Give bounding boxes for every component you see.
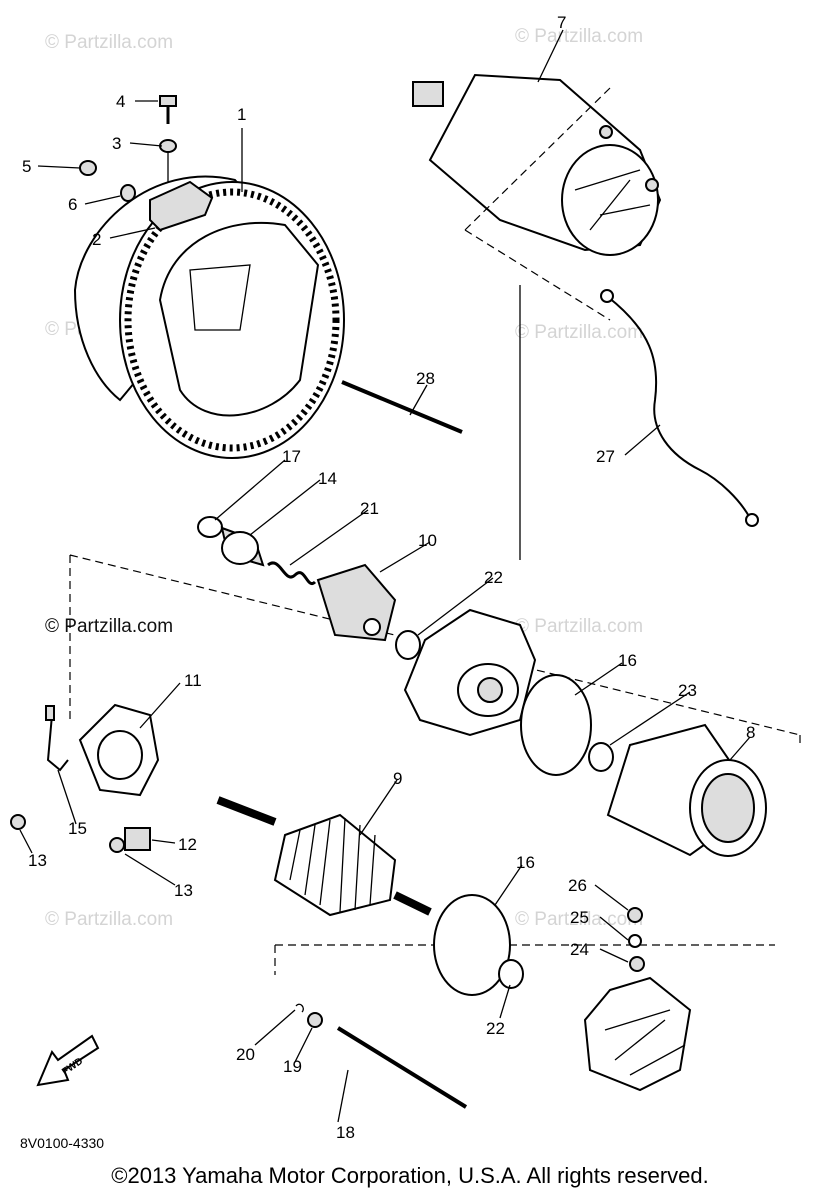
watermark-faint: © Partzilla.com bbox=[515, 322, 643, 343]
front-cover bbox=[403, 608, 537, 737]
watermark-prominent: © Partzilla.com bbox=[45, 616, 173, 637]
washer-22 bbox=[395, 630, 421, 660]
bolt-4 bbox=[159, 95, 177, 124]
pinion-10 bbox=[316, 563, 397, 642]
washer-3 bbox=[159, 139, 177, 153]
rear-cover bbox=[583, 976, 692, 1092]
callout-26: 26 bbox=[568, 876, 587, 895]
callout-2: 2 bbox=[92, 230, 101, 249]
starter-lead-27 bbox=[607, 296, 751, 519]
callout-11: 11 bbox=[184, 671, 202, 690]
callout-15: 15 bbox=[68, 819, 87, 838]
washer-22 bbox=[498, 959, 524, 989]
callout-3: 3 bbox=[112, 134, 121, 153]
starter-motor-assy bbox=[412, 73, 662, 256]
fwd-arrow-icon: FWD bbox=[36, 1034, 100, 1087]
nut-26 bbox=[627, 907, 643, 923]
callout-labels: 1 2 3 4 5 6 7 8 9 10 11 12 13 13 14 15 1… bbox=[22, 13, 755, 1142]
brush-holder-12 bbox=[124, 827, 151, 851]
callout-4: 4 bbox=[116, 92, 125, 111]
collar-14 bbox=[220, 526, 265, 567]
callout-14: 14 bbox=[318, 469, 337, 488]
leader-lines bbox=[19, 29, 751, 1123]
o-ring-16 bbox=[433, 894, 511, 996]
callout-6: 6 bbox=[68, 195, 77, 214]
bolt-28 bbox=[341, 380, 463, 434]
callout-20: 20 bbox=[236, 1045, 255, 1064]
spring-21 bbox=[267, 561, 317, 586]
copyright-notice: ©2013 Yamaha Motor Corporation, U.S.A. A… bbox=[111, 1163, 709, 1188]
callout-28: 28 bbox=[416, 369, 435, 388]
callout-12: 12 bbox=[178, 835, 197, 854]
callout-13: 13 bbox=[28, 851, 47, 870]
o-ring-20 bbox=[295, 1003, 304, 1013]
callout-27: 27 bbox=[596, 447, 615, 466]
ring-gear bbox=[73, 175, 345, 459]
callout-16: 16 bbox=[618, 651, 637, 670]
callout-7: 7 bbox=[557, 13, 566, 32]
watermark-faint: © Partzilla.com bbox=[515, 909, 643, 930]
callout-8: 8 bbox=[746, 723, 755, 742]
washer-25 bbox=[628, 934, 642, 948]
watermark-faint: © Partzilla.com bbox=[45, 909, 173, 930]
callout-10: 10 bbox=[418, 531, 437, 550]
callout-21: 21 bbox=[360, 499, 379, 518]
callout-18: 18 bbox=[336, 1123, 355, 1142]
diagram-code: 8V0100-4330 bbox=[20, 1135, 104, 1151]
callout-16: 16 bbox=[516, 853, 535, 872]
callout-23: 23 bbox=[678, 681, 697, 700]
callout-1: 1 bbox=[237, 105, 246, 124]
callout-5: 5 bbox=[22, 157, 31, 176]
screw-13 bbox=[10, 814, 26, 830]
o-ring-16 bbox=[520, 674, 592, 776]
callout-24: 24 bbox=[570, 940, 589, 959]
bolt-5 bbox=[79, 160, 97, 176]
armature-9 bbox=[216, 796, 432, 917]
o-ring-17 bbox=[197, 516, 223, 538]
washer-23 bbox=[588, 742, 614, 772]
nut-6 bbox=[120, 184, 136, 202]
screw-13 bbox=[109, 837, 125, 853]
watermark-faint: © Partzilla.com bbox=[515, 616, 643, 637]
brush-lead-15 bbox=[46, 714, 69, 772]
callout-22: 22 bbox=[486, 1019, 505, 1038]
watermark-faint: © Partzilla.com bbox=[515, 26, 643, 47]
callout-13: 13 bbox=[174, 881, 193, 900]
callout-9: 9 bbox=[393, 769, 402, 788]
callout-17: 17 bbox=[282, 447, 301, 466]
callout-25: 25 bbox=[570, 908, 589, 927]
yoke-8 bbox=[606, 723, 767, 857]
callout-22: 22 bbox=[484, 568, 503, 587]
washer-24 bbox=[629, 956, 645, 972]
watermark-faint: © Partzilla.com bbox=[45, 32, 173, 53]
through-bolt-18 bbox=[336, 1026, 468, 1109]
brush-plate-11 bbox=[78, 703, 160, 797]
callout-19: 19 bbox=[283, 1057, 302, 1076]
washer-19 bbox=[307, 1012, 323, 1028]
